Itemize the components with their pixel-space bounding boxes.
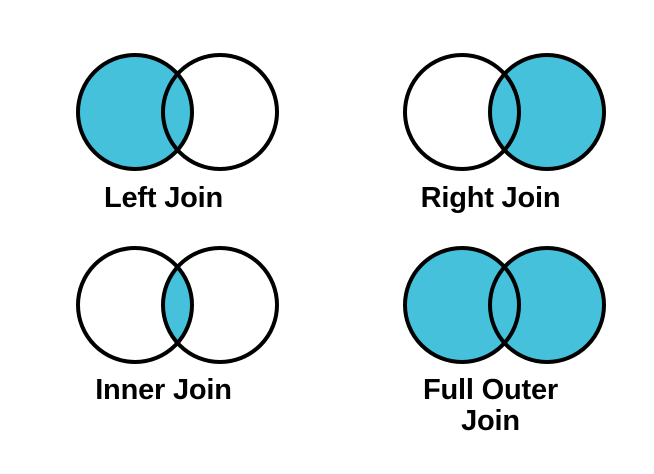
venn-label-inner-join: Inner Join: [95, 374, 232, 406]
venn-label-full-outer-join: Full Outer Join: [423, 374, 558, 437]
left-circle-outline: [76, 246, 194, 364]
right-circle-outline: [488, 246, 606, 364]
left-circle-fill: [78, 55, 192, 169]
venn-figure-inner-join: [76, 246, 279, 364]
venn-panel-full-outer-join: Full Outer Join: [327, 193, 654, 437]
left-circle-outline: [403, 246, 521, 364]
venn-figure-right-join: [403, 53, 606, 171]
right-circle-outline: [161, 53, 279, 171]
left-circle-fill: [78, 248, 192, 362]
venn-panel-right-join: Right Join: [327, 0, 654, 237]
right-circle-fill: [490, 55, 604, 169]
right-circle-fill: [163, 248, 277, 362]
venn-figure-full-outer-join: [403, 246, 606, 364]
right-circle-outline: [488, 53, 606, 171]
left-circle-outline: [76, 53, 194, 171]
venn-label-right-join: Right Join: [420, 182, 561, 214]
right-circle-fill: [490, 248, 604, 362]
left-circle-outline: [403, 53, 521, 171]
venn-panel-left-join: Left Join: [0, 0, 327, 237]
right-circle-outline: [161, 246, 279, 364]
venn-figure-left-join: [76, 53, 279, 171]
left-circle-fill: [405, 248, 519, 362]
venn-label-left-join: Left Join: [103, 182, 224, 214]
venn-panel-inner-join: Inner Join: [0, 193, 327, 430]
